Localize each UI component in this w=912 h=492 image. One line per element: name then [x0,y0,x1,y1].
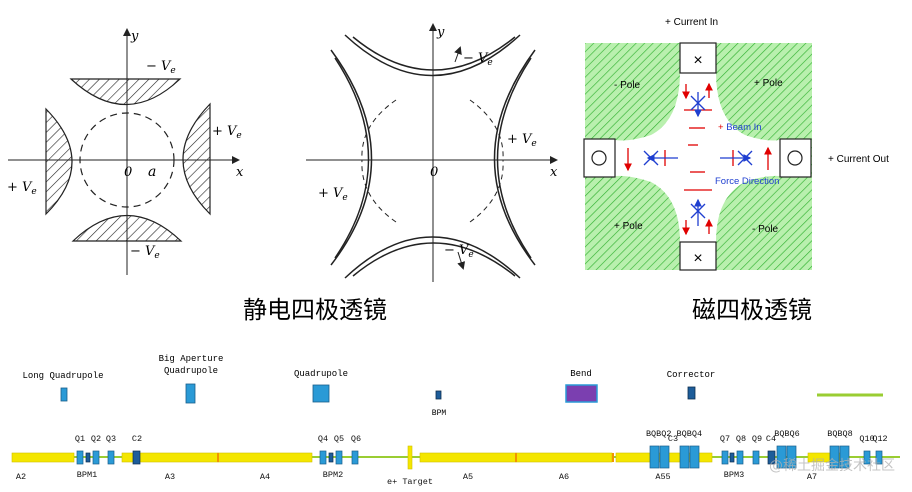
svg-text:BQBQ8: BQBQ8 [827,429,853,439]
voltage-left-2: + Ve [318,186,348,203]
electrode-right [182,102,211,216]
svg-text:BPM2: BPM2 [323,470,343,480]
y-label-2: y [436,25,445,40]
legend-bend-label: Bend [570,369,592,379]
pole-top-left: - Pole [614,80,641,91]
section-a6 [515,452,613,463]
legend-bpm-swatch [435,390,442,400]
section-a5 [419,452,517,463]
legend-bpm-label: BPM [432,409,447,418]
svg-text:Q12: Q12 [872,434,887,444]
electrode-bottom [71,214,183,242]
svg-text:BQBQ6: BQBQ6 [774,429,800,439]
legend-quadrupole-swatch [312,384,330,403]
coil-top-cross-icon: × [693,52,702,69]
svg-text:A3: A3 [165,472,175,482]
beamline-legend: Long Quadrupole Big Aperture Quadrupole … [22,354,883,418]
svg-text:C3: C3 [668,434,678,444]
caption-electrostatic: 静电四极透镜 [243,296,387,324]
svg-text:Q8: Q8 [736,434,746,444]
svg-text:Q6: Q6 [351,434,361,444]
legend-quadrupole-label: Quadrupole [294,369,348,379]
force-arrows [643,92,753,226]
aperture-circle [79,112,175,208]
legend-big-aperture-swatch [185,383,196,404]
electrostatic-quadrupole-left: y x 0 a − Ve + Ve + Ve − Ve [7,28,244,275]
svg-text:BQBQ2 BQBQ4: BQBQ2 BQBQ4 [646,429,702,439]
svg-text:BPM3: BPM3 [724,470,744,480]
svg-text:A6: A6 [559,472,569,482]
svg-text:C4: C4 [766,434,776,444]
svg-text:Q7: Q7 [720,434,730,444]
coil-right [779,138,812,178]
svg-text:A7: A7 [807,472,817,482]
legend-big-aperture-label-2: Quadrupole [164,366,218,376]
legend-long-quadrupole-label: Long Quadrupole [22,371,103,381]
section-a2 [11,452,75,463]
legend-bend-swatch [565,384,598,403]
coil-right-dot-icon [787,150,803,166]
svg-text:Q2: Q2 [91,434,101,444]
field-arrows [624,82,772,236]
svg-text:A5: A5 [463,472,473,482]
coil-bottom [679,241,717,271]
electrode-top [69,78,182,106]
legend-corrector-swatch [687,386,696,400]
svg-text:Q5: Q5 [334,434,344,444]
voltage-left: + Ve [7,180,37,197]
svg-text:Q3: Q3 [106,434,116,444]
force-direction-label: Force Direction [715,176,779,187]
aperture-cross [615,72,780,242]
voltage-top: − Ve [146,59,176,76]
coil-top [679,42,717,74]
x-label-2: x [550,165,558,180]
x-label: x [236,165,244,180]
svg-text:Q4: Q4 [318,434,328,444]
svg-text:C2: C2 [132,434,142,444]
voltage-bottom: − Ve [130,244,160,261]
pole-bottom-left: + Pole [614,221,643,232]
section-a4 [217,452,313,463]
svg-text:A4: A4 [260,472,270,482]
coil-left-dot-icon [591,150,607,166]
svg-text:BPM1: BPM1 [77,470,97,480]
electrode-left [45,107,73,216]
legend-corrector-label: Corrector [667,370,716,380]
svg-text:Q1: Q1 [75,434,85,444]
legend-long-quadrupole-swatch [60,387,68,402]
current-out-label: + Current Out [828,154,889,165]
caption-magnetic: 磁四极透镜 [692,296,812,324]
coil-left [583,138,616,178]
voltage-top-2: − Ve [463,51,493,68]
legend-big-aperture-label-1: Big Aperture [159,354,224,364]
radius-label: a [148,164,156,180]
svg-text:A2: A2 [16,472,26,482]
current-in-label: + Current In [665,17,718,28]
coil-bottom-cross-icon: × [693,250,702,267]
y-label: y [130,29,139,44]
svg-text:Q10: Q10 [859,434,874,444]
svg-text:Q9: Q9 [752,434,762,444]
voltage-bottom-2: − Ve [444,243,474,260]
beamline: Q1 Q2 Q3 C2 Q4 Q5 Q6 BQBQ2 BQBQ4 C3 Q7 Q… [11,429,900,487]
svg-text:e+ Target: e+ Target [387,477,433,487]
origin-label: 0 [124,165,132,180]
magnetic-quadrupole: × × [583,17,889,271]
pole-top-right: + Pole [754,78,783,89]
e-plus-target [407,445,413,470]
beam-in-label: + Beam In [718,122,762,133]
svg-text:A55: A55 [655,472,670,482]
origin-label-2: 0 [430,165,438,180]
pole-bottom-right: - Pole [752,224,779,235]
voltage-right: + Ve [212,124,242,141]
watermark: @稀土掘金技术社区 [769,458,895,474]
electrostatic-quadrupole-hyperbolic: y x 0 − Ve + Ve + Ve − Ve [306,23,558,282]
voltage-right-2: + Ve [507,132,537,149]
